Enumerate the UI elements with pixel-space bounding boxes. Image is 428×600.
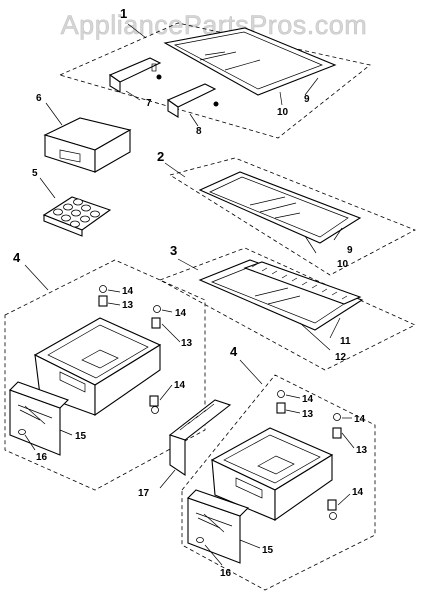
callout-9a: 9 [304,94,310,105]
callout-13b: 13 [181,338,193,349]
group-label-4-left: 4 [13,250,21,265]
callout-14e: 14 [354,414,366,425]
callout-16a: 16 [36,452,48,463]
rail-part-17 [159,399,232,489]
group-label-4-right: 4 [230,344,238,359]
group-label-3: 3 [170,243,177,258]
callout-15a: 15 [75,431,87,442]
group-label-2: 2 [157,149,164,164]
shelf-assembly-1 [58,22,371,139]
callout-14b: 14 [175,308,187,319]
callout-11: 11 [340,336,351,347]
callout-13d: 13 [356,445,368,456]
crisper-drawer-assembly-4-right [181,359,376,591]
callout-6: 6 [36,93,42,104]
crisper-cover-assembly-3 [159,247,416,371]
callout-14d: 14 [302,394,314,405]
callout-12: 12 [335,352,347,363]
callout-13a: 13 [122,300,134,311]
callout-16b: 16 [220,568,232,579]
callout-14f: 14 [352,487,364,498]
group-label-1: 1 [120,6,127,21]
callout-13c: 13 [302,409,314,420]
callout-9b: 9 [347,245,353,256]
callout-14a: 14 [122,286,134,297]
callout-7: 7 [146,98,152,109]
watermark-text: AppliancePartsPros.com [61,10,368,40]
drawer-part-6 [43,102,132,173]
egg-tray-part-5 [39,177,112,237]
callout-8: 8 [196,126,202,137]
callout-5: 5 [32,168,38,179]
callout-15b: 15 [262,545,274,556]
callout-10b: 10 [337,259,349,270]
callout-10a: 10 [277,107,289,118]
callout-14c: 14 [174,380,186,391]
crisper-drawer-assembly-4-left [4,259,206,491]
shelf-assembly-2 [164,157,416,276]
callout-17: 17 [138,488,150,499]
